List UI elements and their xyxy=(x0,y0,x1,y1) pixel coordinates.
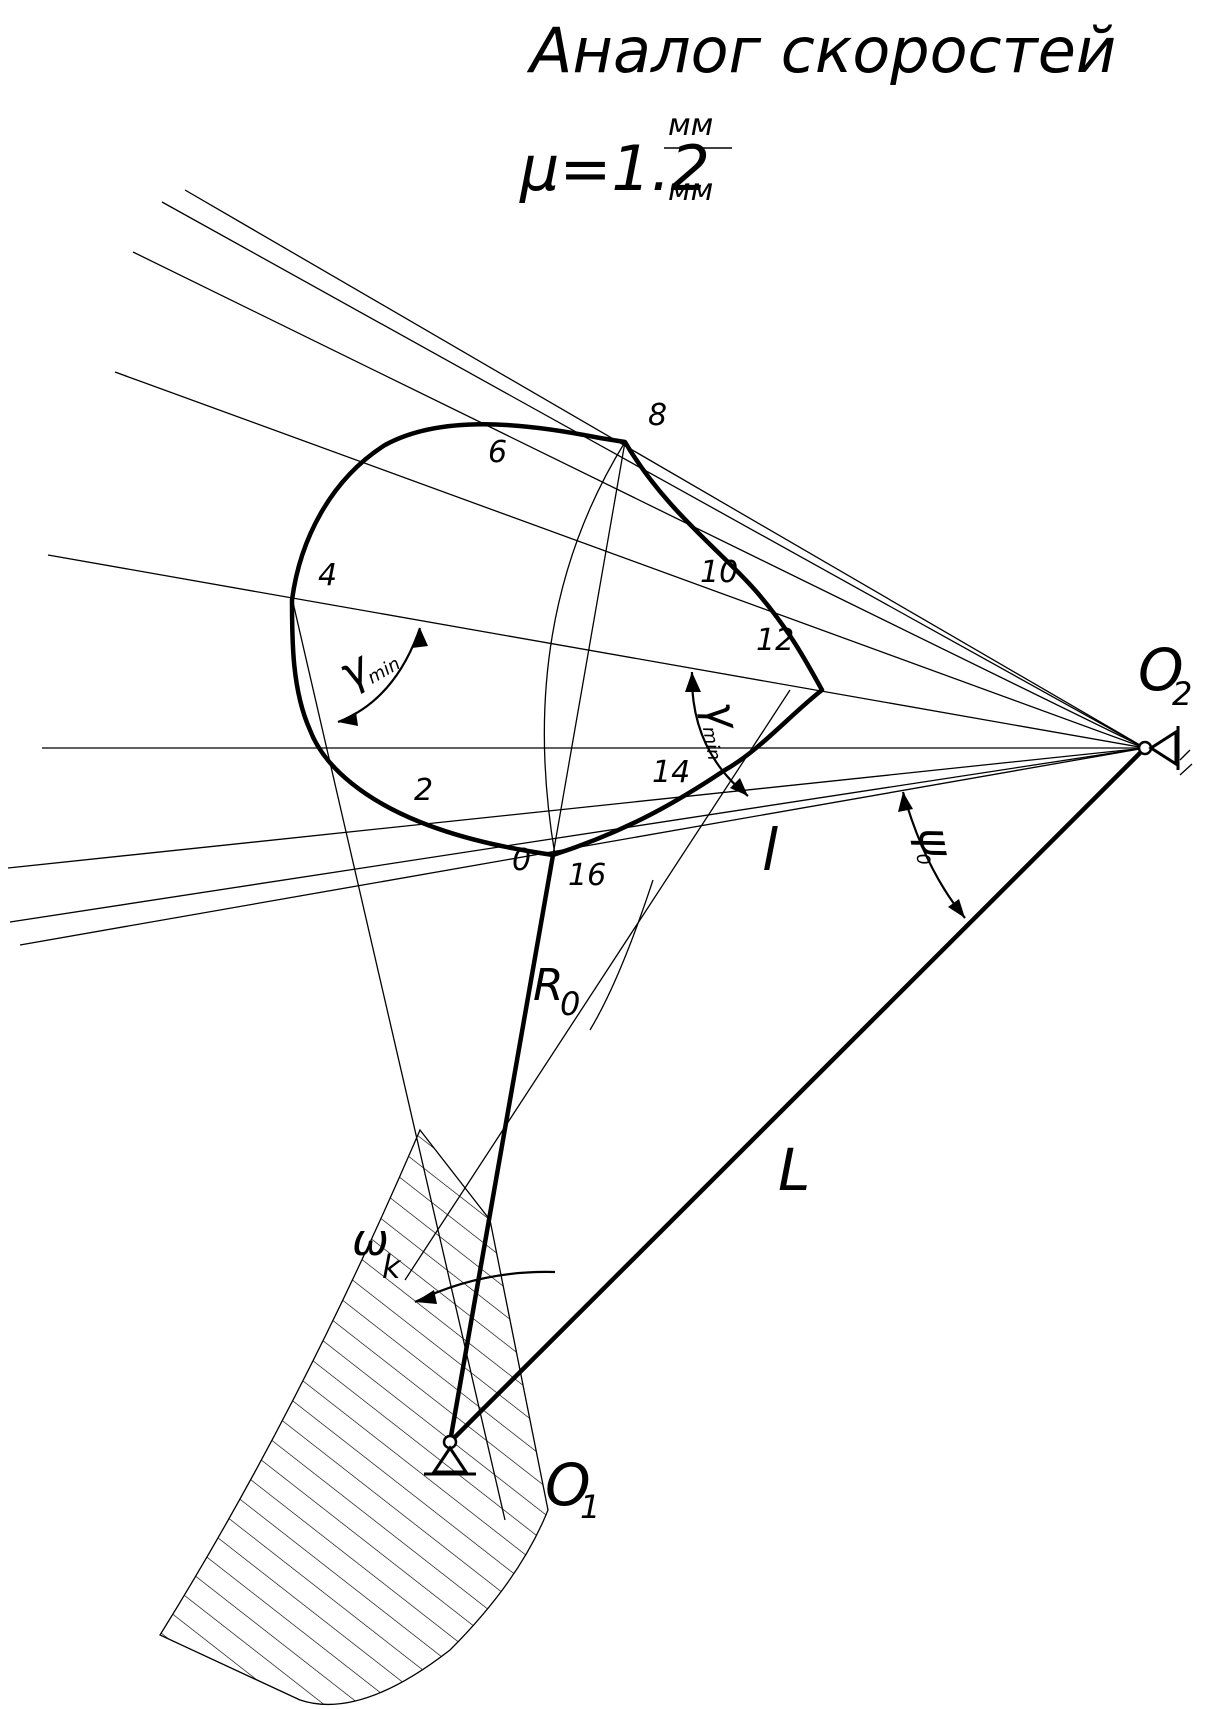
ray-line xyxy=(132,251,1146,749)
pivot-o2-label: O 2 xyxy=(1138,636,1192,713)
pivot-o2-hatch xyxy=(1179,763,1193,776)
cam-hatched-region xyxy=(159,1128,549,1706)
arrowhead xyxy=(685,672,701,692)
ray-line xyxy=(114,371,1146,749)
angle-psi-arc xyxy=(898,791,966,919)
point-label-0: 0 xyxy=(512,843,531,878)
diagram-title: Аналог скоростей xyxy=(526,14,1116,87)
construction-lines xyxy=(291,441,791,1521)
pivot-o1-label: O 1 xyxy=(545,1451,600,1526)
svg-text:1: 1 xyxy=(580,1488,600,1526)
pivot-o1-triangle xyxy=(431,1445,469,1474)
svg-text:min: min xyxy=(698,725,725,762)
svg-text:O: O xyxy=(545,1451,591,1519)
scale-label: μ=1.2 мм мм xyxy=(519,108,732,208)
ray-line xyxy=(184,189,1146,749)
angle-gamma-right-label: γ min xyxy=(694,698,749,762)
point-label-8: 8 xyxy=(648,398,667,433)
point-label-4: 4 xyxy=(318,558,337,593)
svg-text:R: R xyxy=(533,960,564,1011)
point-label-12: 12 xyxy=(756,623,794,658)
link-l-big xyxy=(448,746,1147,1444)
point-label-6: 6 xyxy=(488,435,507,470)
angle-psi-label: ψ 0 xyxy=(907,823,962,867)
arrowhead xyxy=(730,778,748,796)
normal-line-right xyxy=(404,689,791,1281)
svg-text:0: 0 xyxy=(560,985,580,1023)
ray-line xyxy=(47,554,1146,749)
pivot-o2-hatch xyxy=(1179,749,1191,761)
angle-omega-arc xyxy=(414,1270,556,1304)
link-r0 xyxy=(447,854,556,1443)
point-label-2: 2 xyxy=(414,773,433,808)
pivot-o2-support xyxy=(1137,726,1193,776)
pivot-o1-support xyxy=(424,1434,476,1476)
arc-line-lower xyxy=(589,879,654,1031)
arrowhead xyxy=(415,1290,437,1304)
scale-numerator: мм xyxy=(668,108,713,143)
ray-line xyxy=(7,747,1146,869)
arrowhead xyxy=(898,792,913,812)
angle-gamma-left-arc xyxy=(337,627,428,726)
point-label-10: 10 xyxy=(700,555,738,590)
ray-line xyxy=(9,747,1146,923)
normal-line-left xyxy=(291,597,506,1521)
point-label-14: 14 xyxy=(652,755,690,790)
arrowhead xyxy=(338,712,358,726)
link-r0-label: R 0 xyxy=(533,960,580,1023)
link-l-small-label: l xyxy=(762,816,778,884)
chord-line xyxy=(552,441,626,856)
scale-symbol: μ=1.2 xyxy=(519,132,710,205)
svg-text:0: 0 xyxy=(911,852,934,867)
arrowhead xyxy=(412,628,428,648)
construction-rays xyxy=(7,189,1146,946)
angle-omega-label: ω k xyxy=(352,1215,402,1286)
angle-gamma-left-label: γ min xyxy=(330,641,404,699)
cam-profile xyxy=(289,422,825,858)
ray-line xyxy=(161,201,1146,749)
arc-line xyxy=(543,441,626,856)
svg-text:2: 2 xyxy=(1172,675,1192,713)
pivot-o2-triangle xyxy=(1148,729,1178,767)
point-label-16: 16 xyxy=(568,858,606,893)
angle-gamma-right-arc xyxy=(685,671,749,797)
link-l-big-label: L xyxy=(778,1136,810,1204)
scale-denominator: мм xyxy=(668,173,713,208)
svg-text:O: O xyxy=(1138,636,1184,704)
svg-text:k: k xyxy=(382,1248,402,1286)
svg-text:ω: ω xyxy=(352,1215,389,1266)
arrowhead xyxy=(948,899,965,918)
